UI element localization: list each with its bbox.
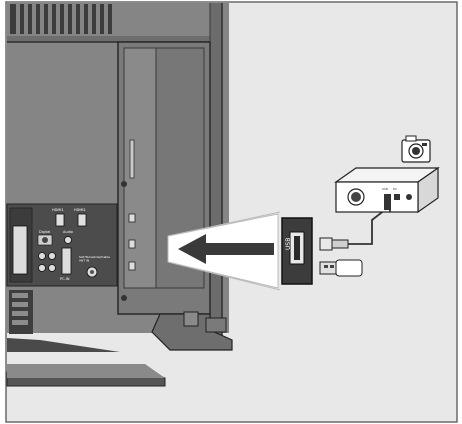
pc-in-label: PC-IN [60, 277, 70, 281]
screw-icon [121, 295, 127, 301]
audio-label: Audio [63, 230, 73, 234]
side-slot [129, 139, 135, 179]
pc-in-port [61, 247, 72, 275]
hdmi-port-2 [77, 213, 87, 227]
arrow-left-icon [178, 234, 274, 264]
scart-port [12, 225, 28, 275]
tv-back: HDMI1 HDMI2 Digital Audio PC-IN SAT/Terr… [6, 3, 229, 338]
camera-icon [401, 135, 431, 163]
usb-label: USB [285, 238, 292, 250]
external-hdd-icon: USB DC [334, 166, 440, 214]
hdmi-port-1 [55, 213, 65, 227]
top-vents [10, 4, 112, 34]
tv-stand [6, 311, 233, 387]
usb-cable-icon [319, 205, 391, 251]
digital-label: Digital [39, 230, 50, 234]
rear-connector-panel: HDMI1 HDMI2 Digital Audio PC-IN SAT/Terr… [6, 203, 118, 287]
usb-port-panel: USB [281, 217, 313, 285]
hdd-usb-label: USB [382, 187, 388, 191]
hdd-dc-label: DC [393, 187, 397, 191]
screw-icon [121, 181, 127, 187]
hdmi-1-label: HDMI1 [52, 208, 64, 212]
usb-stick-icon [319, 259, 363, 277]
hdmi-2-label: HDMI2 [74, 208, 86, 212]
bottom-vents [9, 290, 33, 334]
